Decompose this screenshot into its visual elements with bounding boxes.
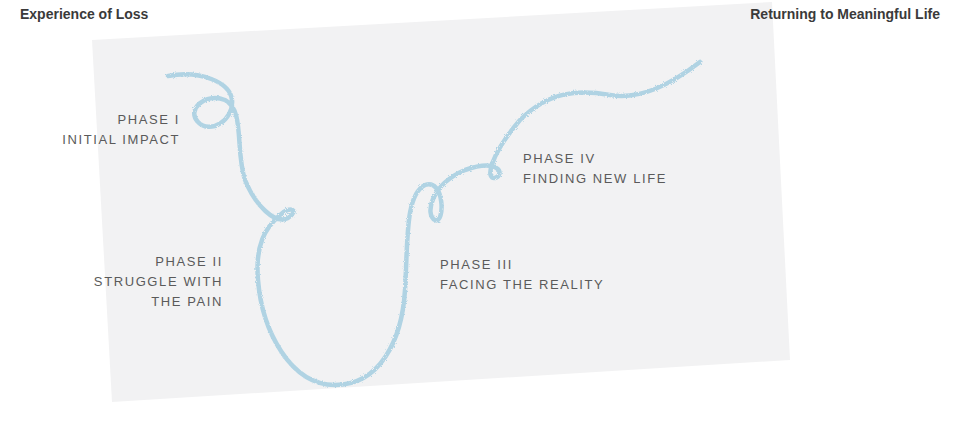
phase-number: PHASE III [440,255,640,275]
paper-sheet [92,2,790,402]
phase-title: STRUGGLE WITH THE PAIN [83,272,223,312]
phase-title: FINDING NEW LIFE [523,169,763,189]
start-label: Experience of Loss [20,4,320,24]
phase-number: PHASE II [83,252,223,272]
end-label: Returning to Meaningful Life [640,4,940,24]
phase-number: PHASE I [40,110,180,130]
phase-title: INITIAL IMPACT [20,130,180,150]
journey-curve [168,62,700,385]
phase-number: PHASE IV [523,149,723,169]
phase-title: FACING THE REALITY [440,275,680,295]
